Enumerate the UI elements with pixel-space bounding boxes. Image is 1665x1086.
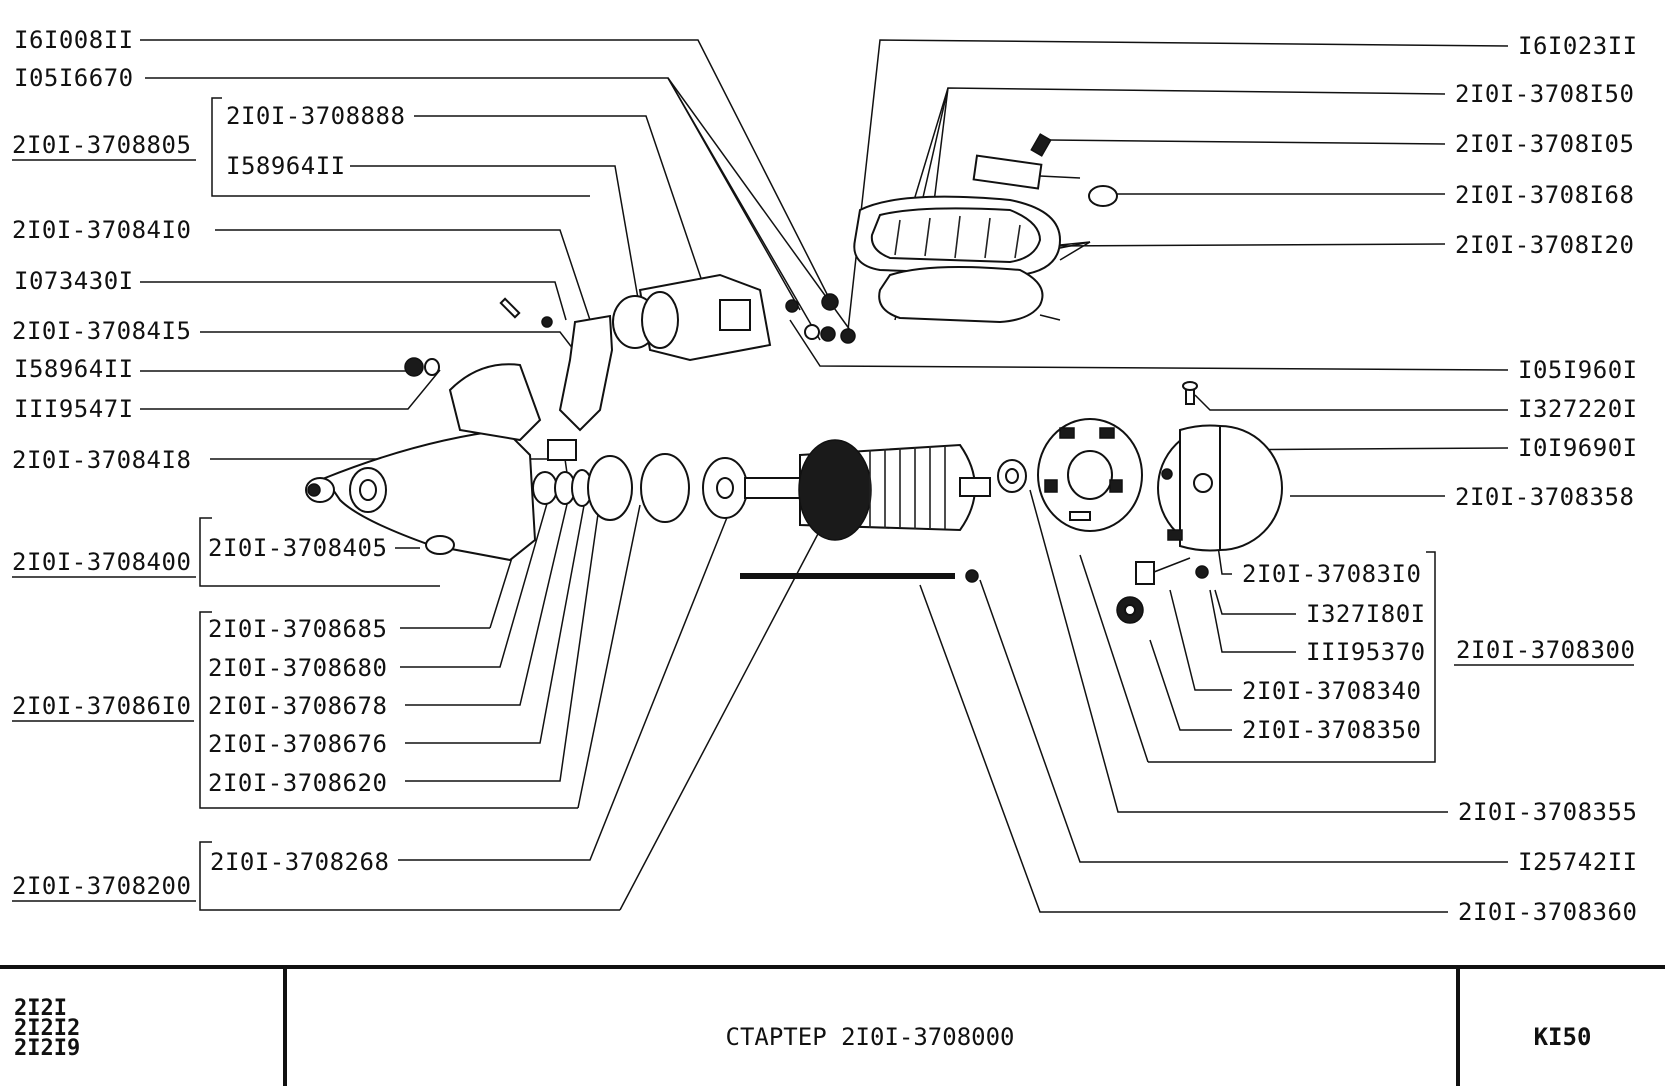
- part-label: I327I80I: [1306, 600, 1426, 628]
- assembly-label: 2I0I-3708400: [12, 548, 191, 576]
- part-label: 2I0I-3708360: [1458, 898, 1637, 926]
- part-label: 2I0I-37083I0: [1242, 560, 1421, 588]
- part-label: I25742II: [1518, 848, 1638, 876]
- drive-end-housing: [305, 363, 542, 562]
- part-label: I073430I: [14, 267, 134, 295]
- part-label: 2I0I-3708676: [208, 730, 387, 758]
- part-label: 2I0I-3708I20: [1455, 231, 1634, 259]
- part-label: 2I0I-3708620: [208, 769, 387, 797]
- part-label: III9547I: [14, 395, 134, 423]
- leader-lines-left: [140, 39, 851, 911]
- part-label: 2I0I-3708405: [208, 534, 387, 562]
- part-label: 2I0I-3708355: [1458, 798, 1637, 826]
- cover-fasteners: [1116, 381, 1209, 624]
- assembly-label: 2I0I-37086I0: [12, 692, 191, 720]
- part-label: 2I0I-37084I8: [12, 446, 191, 474]
- tie-bolt: [740, 569, 979, 583]
- title-block-frame: [0, 965, 1665, 1086]
- assembly-label: 2I0I-3708805: [12, 131, 191, 159]
- armature: [744, 439, 991, 541]
- solenoid-relay: [612, 273, 856, 362]
- part-label: I58964II: [226, 152, 346, 180]
- part-label: 2I0I-3708680: [208, 654, 387, 682]
- overrunning-clutch: [532, 453, 748, 523]
- assembly-label: 2I0I-3708300: [1456, 636, 1635, 664]
- shift-lever: [547, 314, 614, 461]
- part-label: I05I6670: [14, 64, 134, 92]
- part-label: 2I0I-3708I05: [1455, 130, 1634, 158]
- group-brackets: [199, 97, 1436, 911]
- part-label: 2I0I-3708I68: [1455, 181, 1634, 209]
- part-label: III95370: [1306, 638, 1426, 666]
- part-label: I58964II: [14, 355, 134, 383]
- part-label: 2I0I-3708350: [1242, 716, 1421, 744]
- part-label: 2I0I-37084I0: [12, 216, 191, 244]
- title-block: 2I2I 2I2I2 2I2I9 СТАРТЕР 2I0I-3708000 KI…: [0, 965, 1665, 1086]
- part-label: 2I0I-3708678: [208, 692, 387, 720]
- page-number: KI50: [1533, 1023, 1592, 1051]
- part-label: 2I0I-3708I50: [1455, 80, 1634, 108]
- part-label: 2I0I-3708685: [208, 615, 387, 643]
- exploded-view-diagram: I6I008II I05I6670 2I0I-3708805 2I0I-3708…: [12, 26, 1638, 926]
- part-label: I0I9690I: [1518, 434, 1638, 462]
- model-numbers: 2I2I 2I2I2 2I2I9: [14, 996, 81, 1061]
- drawing-title: СТАРТЕР 2I0I-3708000: [725, 1023, 1015, 1051]
- part-label: I05I960I: [1518, 356, 1638, 384]
- part-label: I327220I: [1518, 395, 1638, 423]
- part-label: 2I0I-3708888: [226, 102, 405, 130]
- commutator-end-cover: [1157, 424, 1283, 552]
- part-label: 2I0I-3708358: [1455, 483, 1634, 511]
- part-label: I6I008II: [14, 26, 134, 54]
- part-label: 2I0I-3708340: [1242, 677, 1421, 705]
- brush-holder: [1037, 418, 1143, 532]
- part-label: 2I0I-37084I5: [12, 317, 191, 345]
- leader-lines-right: [789, 39, 1509, 913]
- part-label: I6I023II: [1518, 32, 1638, 60]
- assembly-label: 2I0I-3708200: [12, 872, 191, 900]
- field-coils: [853, 133, 1118, 324]
- part-label: 2I0I-3708268: [210, 848, 389, 876]
- small-washers: [404, 297, 553, 377]
- rear-bushing: [997, 459, 1027, 493]
